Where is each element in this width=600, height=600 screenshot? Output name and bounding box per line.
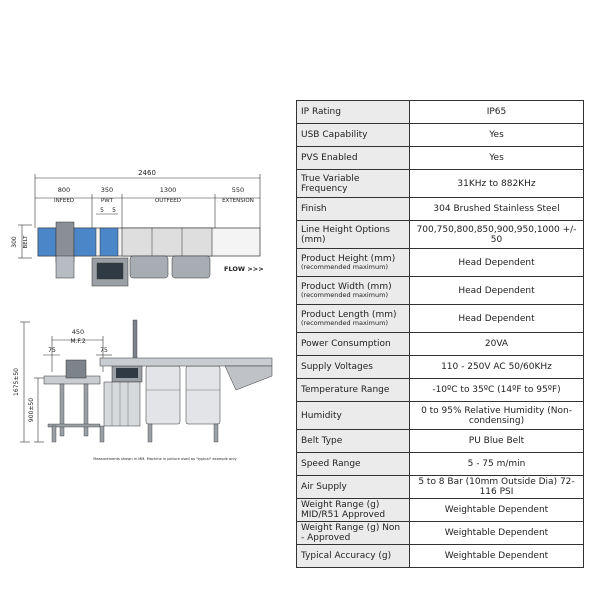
spec-row: Product Width (mm)(recommended maximum) … bbox=[296, 276, 584, 305]
spec-row: True Variable Frequency 31KHz to 882KHz bbox=[296, 169, 584, 198]
spec-label: Line Height Options (mm) bbox=[296, 220, 410, 249]
spec-label: Product Height (mm)(recommended maximum) bbox=[296, 248, 410, 277]
dim-side-a: 75 bbox=[48, 347, 56, 354]
spec-label: Weight Range (g) MID/R51 Approved bbox=[296, 498, 410, 522]
dim-mf-label: M.F.2 bbox=[70, 338, 85, 345]
spec-value: PU Blue Belt bbox=[409, 429, 584, 453]
spec-value: Head Dependent bbox=[409, 276, 584, 305]
spec-label: Power Consumption bbox=[296, 332, 410, 356]
spec-value: 31KHz to 882KHz bbox=[409, 169, 584, 198]
dim-outfeed-label: OUTFEED bbox=[155, 198, 181, 204]
top-view-conveyor bbox=[37, 221, 261, 287]
spec-row: Typical Accuracy (g) Weightable Dependen… bbox=[296, 544, 584, 568]
dim-extension-label: EXTENSION bbox=[222, 198, 254, 204]
spec-row: PVS Enabled Yes bbox=[296, 146, 584, 170]
dim-belt-height: 900±50 bbox=[28, 398, 35, 422]
dim-infeed-label: INFEED bbox=[54, 198, 74, 204]
spec-value: Yes bbox=[409, 146, 584, 170]
spec-label: USB Capability bbox=[296, 123, 410, 147]
spec-value: Yes bbox=[409, 123, 584, 147]
spec-value: 5 - 75 m/min bbox=[409, 452, 584, 476]
spec-label: Temperature Range bbox=[296, 378, 410, 402]
spec-label: PVS Enabled bbox=[296, 146, 410, 170]
spec-row: Weight Range (g) MID/R51 Approved Weight… bbox=[296, 498, 584, 522]
spec-row: Power Consumption 20VA bbox=[296, 332, 584, 356]
spec-value: 700,750,800,850,900,950,1000 +/- 50 bbox=[409, 220, 584, 249]
dim-extension-length: 550 bbox=[232, 186, 244, 194]
spec-label: Typical Accuracy (g) bbox=[296, 544, 410, 568]
spec-row: Finish 304 Brushed Stainless Steel bbox=[296, 197, 584, 221]
spec-label: Air Supply bbox=[296, 475, 410, 499]
spec-value: Head Dependent bbox=[409, 248, 584, 277]
drawing-footnote: Measurements shown in MM, Machine in pic… bbox=[93, 457, 237, 461]
flow-direction-label: FLOW >>> bbox=[224, 265, 264, 273]
side-view-machine bbox=[43, 319, 273, 443]
spec-row: Speed Range 5 - 75 m/min bbox=[296, 452, 584, 476]
spec-table: IP Rating IP65 USB Capability Yes PVS En… bbox=[296, 100, 584, 568]
spec-row: IP Rating IP65 bbox=[296, 100, 584, 124]
dim-side-b: 75 bbox=[100, 347, 108, 354]
top-view-drawing bbox=[18, 174, 261, 259]
spec-row: Line Height Options (mm) 700,750,800,850… bbox=[296, 220, 584, 249]
spec-label: Speed Range bbox=[296, 452, 410, 476]
spec-row: Belt Type PU Blue Belt bbox=[296, 429, 584, 453]
spec-row: Product Length (mm)(recommended maximum)… bbox=[296, 304, 584, 333]
dim-mf-length: 450 bbox=[72, 328, 84, 336]
spec-label: Weight Range (g) Non - Approved bbox=[296, 521, 410, 545]
spec-row: Product Height (mm)(recommended maximum)… bbox=[296, 248, 584, 277]
spec-label: True Variable Frequency bbox=[296, 169, 410, 198]
dim-pwt-length: 350 bbox=[101, 186, 113, 194]
spec-value: 304 Brushed Stainless Steel bbox=[409, 197, 584, 221]
spec-label: IP Rating bbox=[296, 100, 410, 124]
spec-value: Head Dependent bbox=[409, 304, 584, 333]
spec-value: Weightable Dependent bbox=[409, 498, 584, 522]
spec-value: IP65 bbox=[409, 100, 584, 124]
dim-small-b: 5 bbox=[112, 207, 116, 214]
spec-label: Belt Type bbox=[296, 429, 410, 453]
spec-label: Finish bbox=[296, 197, 410, 221]
dim-belt-label: BELT bbox=[23, 235, 29, 249]
spec-row: Air Supply 5 to 8 Bar (10mm Outside Dia)… bbox=[296, 475, 584, 499]
spec-value: Weightable Dependent bbox=[409, 521, 584, 545]
spec-label: Product Length (mm)(recommended maximum) bbox=[296, 304, 410, 333]
spec-row: Weight Range (g) Non - Approved Weightab… bbox=[296, 521, 584, 545]
dim-infeed-length: 800 bbox=[58, 186, 70, 194]
spec-row: Humidity 0 to 95% Relative Humidity (Non… bbox=[296, 401, 584, 430]
spec-value: 0 to 95% Relative Humidity (Non-condensi… bbox=[409, 401, 584, 430]
dim-belt-width: 300 bbox=[11, 236, 18, 248]
spec-label: Humidity bbox=[296, 401, 410, 430]
spec-value: Weightable Dependent bbox=[409, 544, 584, 568]
dim-outfeed-length: 1300 bbox=[160, 186, 177, 194]
spec-label: Supply Voltages bbox=[296, 355, 410, 379]
spec-value: 5 to 8 Bar (10mm Outside Dia) 72-116 PSI bbox=[409, 475, 584, 499]
dim-total-height: 1675±50 bbox=[13, 368, 20, 396]
spec-value: -10ºC to 35ºC (14ºF to 95ºF) bbox=[409, 378, 584, 402]
dim-small-a: 5 bbox=[100, 207, 104, 214]
dim-pwt-label: PWT bbox=[101, 198, 114, 204]
technical-drawings: 2460 800 INFEED 350 PWT 1300 OUTFEED 550… bbox=[11, 169, 273, 461]
side-view-dimensions bbox=[20, 321, 112, 443]
spec-value: 110 - 250V AC 50/60KHz bbox=[409, 355, 584, 379]
dim-overall-2460: 2460 bbox=[138, 169, 156, 177]
spec-value: 20VA bbox=[409, 332, 584, 356]
spec-row: Temperature Range -10ºC to 35ºC (14ºF to… bbox=[296, 378, 584, 402]
spec-row: USB Capability Yes bbox=[296, 123, 584, 147]
spec-row: Supply Voltages 110 - 250V AC 50/60KHz bbox=[296, 355, 584, 379]
spec-label: Product Width (mm)(recommended maximum) bbox=[296, 276, 410, 305]
